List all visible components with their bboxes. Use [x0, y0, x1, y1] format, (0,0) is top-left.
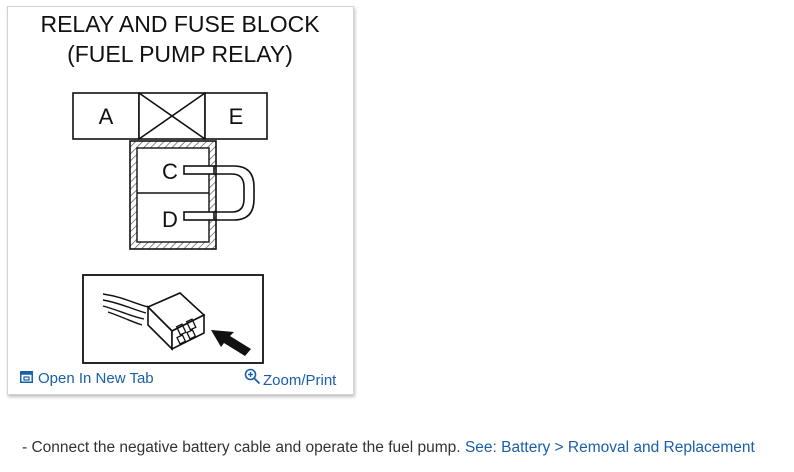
- instruction-step: - Connect the negative battery cable and…: [22, 439, 755, 457]
- terminal-a-label: A: [99, 104, 114, 129]
- figure-card: RELAY AND FUSE BLOCK (FUEL PUMP RELAY) A…: [7, 6, 354, 395]
- open-in-new-tab-label: Open In New Tab: [38, 370, 154, 387]
- terminal-d-label: D: [162, 207, 178, 232]
- zoom-in-icon: [244, 368, 261, 389]
- zoom-print-link[interactable]: Zoom/Print: [244, 368, 336, 389]
- relay-housing: C D: [129, 140, 217, 250]
- open-in-new-tab-link[interactable]: Open In New Tab: [20, 370, 154, 387]
- jumper-wire: [183, 165, 255, 221]
- new-tab-icon: [20, 370, 33, 387]
- battery-removal-link[interactable]: See: Battery > Removal and Replacement: [464, 439, 755, 456]
- bullet-dash: -: [22, 439, 28, 456]
- zoom-print-label: Zoom/Print: [263, 371, 337, 389]
- terminal-e-label: E: [229, 104, 244, 129]
- connector-illustration: [82, 274, 264, 364]
- diagram-title-line2: (FUEL PUMP RELAY): [67, 41, 293, 67]
- diagram-title-line1: RELAY AND FUSE BLOCK: [40, 11, 320, 37]
- terminal-c-label: C: [162, 159, 178, 184]
- relay-diagram: RELAY AND FUSE BLOCK (FUEL PUMP RELAY) A…: [40, 11, 320, 364]
- insert-direction-arrow: [211, 330, 251, 356]
- instruction-text: Connect the negative battery cable and o…: [31, 439, 461, 456]
- relay-top-row: A E: [72, 92, 268, 140]
